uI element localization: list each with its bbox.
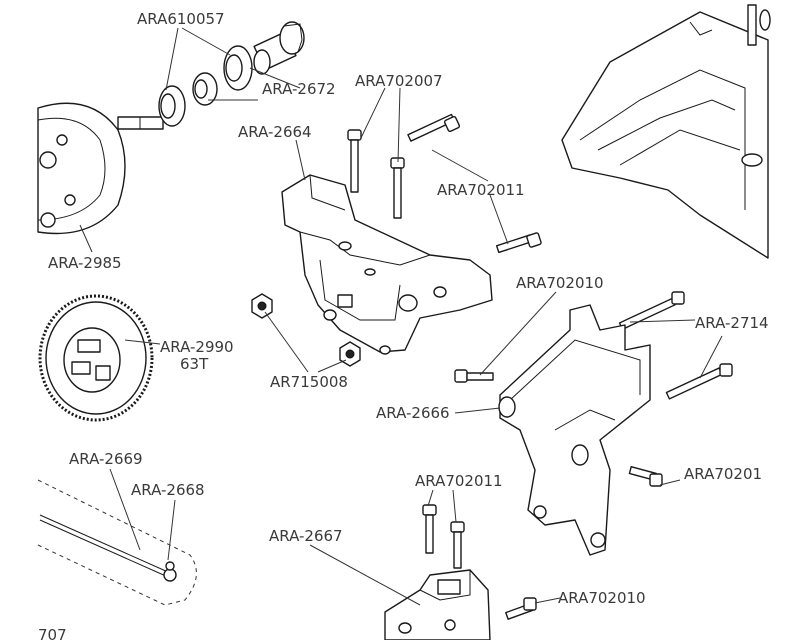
label-ara2714: ARA-2714 bbox=[695, 314, 769, 332]
screw-2714-a bbox=[618, 291, 685, 331]
differential-case-part bbox=[37, 102, 164, 235]
label-ara702007: ARA702007 bbox=[355, 72, 443, 90]
pinion-gear-part bbox=[253, 21, 305, 75]
label-ara2985: ARA-2985 bbox=[48, 254, 122, 272]
label-cut-707: 707 bbox=[38, 626, 67, 640]
label-ara702010-low: ARA702010 bbox=[558, 589, 646, 607]
label-ara2990: ARA-2990 bbox=[160, 338, 234, 356]
screw-2714-b bbox=[665, 363, 733, 400]
bulkhead-highlighted-part bbox=[281, 174, 493, 355]
screw-702007-a bbox=[347, 129, 362, 193]
screw-702011-a bbox=[407, 113, 461, 142]
screw-702011-low-a bbox=[422, 504, 437, 554]
label-ar715008: AR715008 bbox=[270, 373, 348, 391]
label-ara702011-top: ARA702011 bbox=[437, 181, 525, 199]
label-ara2672: ARA-2672 bbox=[262, 80, 336, 98]
label-ara2664: ARA-2664 bbox=[238, 123, 312, 141]
label-ara2669: ARA-2669 bbox=[69, 450, 143, 468]
rear-mount-part bbox=[498, 304, 651, 556]
label-ara2990-sub: 63T bbox=[180, 355, 209, 373]
screw-70201-right bbox=[628, 466, 663, 487]
leader-lines bbox=[79, 27, 723, 606]
label-ara2667: ARA-2667 bbox=[269, 527, 343, 545]
bushing-part bbox=[192, 72, 218, 106]
screw-702007-b bbox=[390, 157, 405, 219]
lower-bulkhead-part bbox=[384, 569, 491, 640]
label-ara2666: ARA-2666 bbox=[376, 404, 450, 422]
screw-702011-b bbox=[495, 232, 542, 254]
label-ara702011-low: ARA702011 bbox=[415, 472, 503, 490]
label-ara2668: ARA-2668 bbox=[131, 481, 205, 499]
bearing-large-part bbox=[223, 45, 253, 91]
driveshaft-part bbox=[37, 479, 197, 606]
screw-702010-mid bbox=[454, 369, 494, 383]
chassis-plate-part bbox=[561, 4, 771, 259]
label-ara70201: ARA70201 bbox=[684, 465, 762, 483]
nut-part-b bbox=[339, 341, 361, 367]
nut-part-a bbox=[251, 293, 273, 319]
label-ara702010-mid: ARA702010 bbox=[516, 274, 604, 292]
spur-gear-part bbox=[38, 294, 154, 422]
label-ara610057: ARA610057 bbox=[137, 10, 225, 28]
screw-702010-low bbox=[505, 597, 537, 620]
bearing-small-part bbox=[158, 85, 186, 127]
screw-702011-low-b bbox=[450, 521, 465, 569]
